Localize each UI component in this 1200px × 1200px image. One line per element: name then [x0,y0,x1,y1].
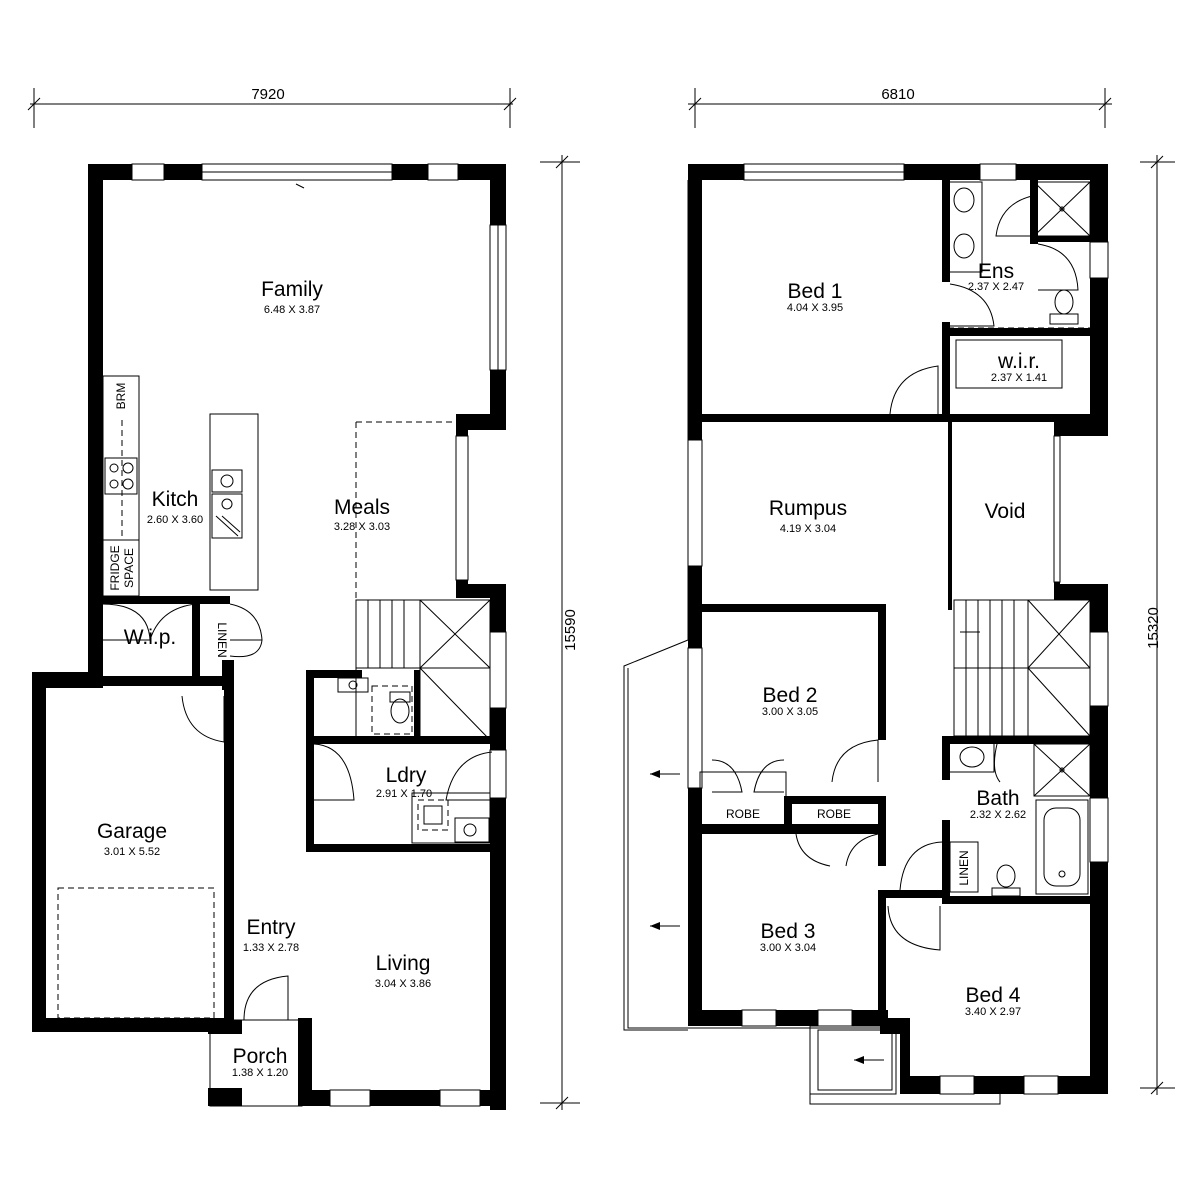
living-label: Living [376,952,431,975]
laundry-size: 2.91 X 1.70 [376,788,432,800]
wir-label: w.i.r. [997,350,1040,373]
robe2-label: ROBE [817,807,851,821]
bed4-size: 3.40 X 2.97 [965,1006,1021,1018]
bed4-label: Bed 4 [966,984,1021,1007]
entry-size: 1.33 X 2.78 [243,942,299,954]
meals-label: Meals [334,496,390,519]
garage-size: 3.01 X 5.52 [104,846,160,858]
bed1-size: 4.04 X 3.95 [787,302,843,314]
upper-width-dimension: 6810 [688,86,1112,128]
family-label: Family [261,278,323,301]
brm-label: BRM [114,383,128,410]
upper-linen-label: LINEN [957,850,971,885]
rumpus-size: 4.19 X 3.04 [780,523,836,535]
rumpus-label: Rumpus [769,497,847,520]
living-size: 3.04 X 3.86 [375,978,431,990]
wir-size: 2.37 X 1.41 [991,372,1047,384]
bed2-label: Bed 2 [763,684,818,707]
kitchen-label: Kitch [152,488,199,511]
upper-floor-plan [623,163,1109,1105]
fridge-label-line1: FRIDGE [108,545,122,590]
ensuite-label: Ens [978,260,1014,283]
ground-depth-dimension: 15590 [540,155,580,1110]
void-label: Void [985,500,1026,523]
ground-floor-plan [32,163,507,1110]
meals-size: 3.28 X 3.03 [334,521,390,533]
ground-linen-label: LINEN [215,622,229,657]
laundry-label: Ldry [386,764,427,787]
bed2-size: 3.00 X 3.05 [762,706,818,718]
kitchen-size: 2.60 X 3.60 [147,514,203,526]
upper-width-label: 6810 [881,86,914,103]
upper-depth-dimension: 15320 [1140,155,1175,1095]
ensuite-size: 2.37 X 2.47 [968,281,1024,293]
fridge-label-line2: SPACE [122,548,136,588]
bed3-label: Bed 3 [761,920,816,943]
ground-depth-label: 15590 [562,609,579,651]
porch-label: Porch [233,1045,288,1068]
ground-width-label: 7920 [251,86,284,103]
family-size: 6.48 X 3.87 [264,304,320,316]
porch-size: 1.38 X 1.20 [232,1067,288,1079]
upper-depth-label: 15320 [1145,607,1162,649]
garage-label: Garage [97,820,167,843]
bed3-size: 3.00 X 3.04 [760,942,816,954]
wip-label: W.i.p. [124,626,177,649]
entry-label: Entry [246,916,296,939]
bath-size: 2.32 X 2.62 [970,809,1026,821]
bath-label: Bath [976,787,1019,810]
robe1-label: ROBE [726,807,760,821]
bed1-label: Bed 1 [788,280,843,303]
ground-width-dimension: 7920 [27,86,517,128]
